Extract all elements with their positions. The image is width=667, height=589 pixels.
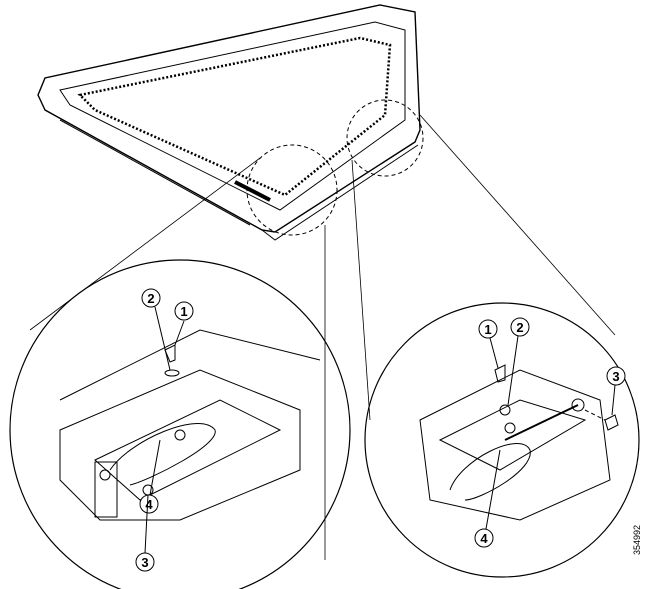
callout-right-2: 2: [507, 317, 530, 406]
figure-id: 354992: [632, 524, 642, 555]
right-detail-view: [364, 302, 640, 578]
left-detail-view: [9, 259, 351, 589]
callout-label: 1: [180, 304, 187, 319]
callout-right-3: 3: [606, 366, 626, 416]
callout-label: 2: [516, 320, 523, 335]
callout-label: 1: [484, 322, 491, 337]
callout-label: 4: [145, 497, 153, 512]
callout-right-1: 1: [478, 319, 499, 369]
callout-label: 4: [480, 531, 488, 546]
callout-label: 3: [612, 369, 619, 384]
callout-label: 3: [141, 555, 148, 570]
callout-left-4: 4: [139, 439, 161, 514]
detail-marker-right: [346, 99, 424, 177]
callout-left-1: 1: [174, 301, 194, 346]
callout-left-3: 3: [135, 494, 155, 572]
callout-label: 2: [147, 291, 154, 306]
callout-left-2: 2: [141, 288, 171, 371]
device-tray-overview: [37, 4, 421, 241]
detail-marker-left: [246, 144, 338, 236]
callout-right-4: 4: [474, 449, 501, 548]
